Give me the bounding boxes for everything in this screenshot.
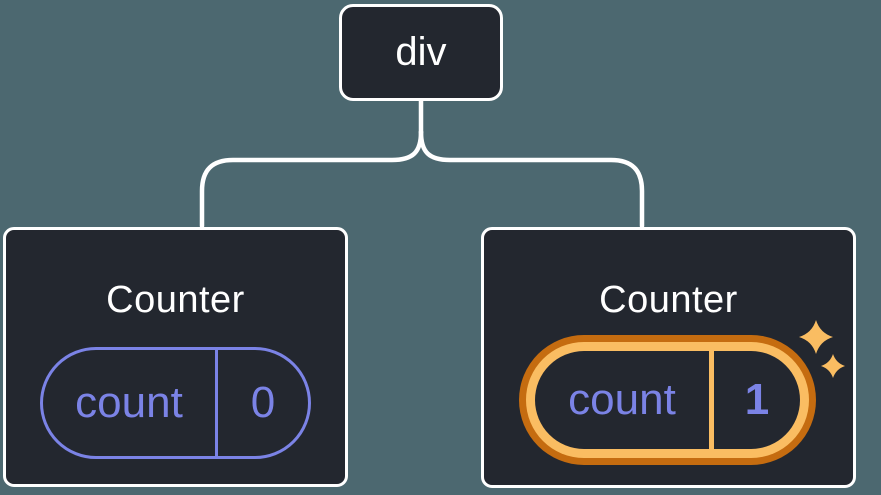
connector-left-branch [199, 129, 424, 229]
sparkle-small [821, 354, 845, 378]
counter-node-highlighted: Counter count 1 [481, 227, 856, 488]
pill-divider [215, 350, 218, 456]
connector-right-branch [418, 129, 645, 229]
counter-node: Counter count 0 [3, 227, 348, 487]
sparkles-icon [799, 320, 845, 378]
component-title: Counter [599, 279, 738, 321]
state-pill-highlight-inner-ring: count 1 [526, 342, 809, 458]
pill-divider [709, 351, 714, 449]
component-title: Counter [106, 279, 245, 321]
state-name-label: count [75, 378, 183, 427]
state-pill: count 1 [535, 351, 800, 449]
state-value: 0 [250, 378, 276, 427]
state-pill-highlight-ring: count 1 [519, 335, 816, 465]
state-pill: count 0 [40, 347, 311, 459]
state-name-label: count [568, 375, 676, 424]
state-value: 1 [744, 375, 770, 424]
component-node-div: div [339, 4, 503, 101]
root-node-label: div [395, 30, 447, 74]
sparkle-large [799, 320, 833, 354]
